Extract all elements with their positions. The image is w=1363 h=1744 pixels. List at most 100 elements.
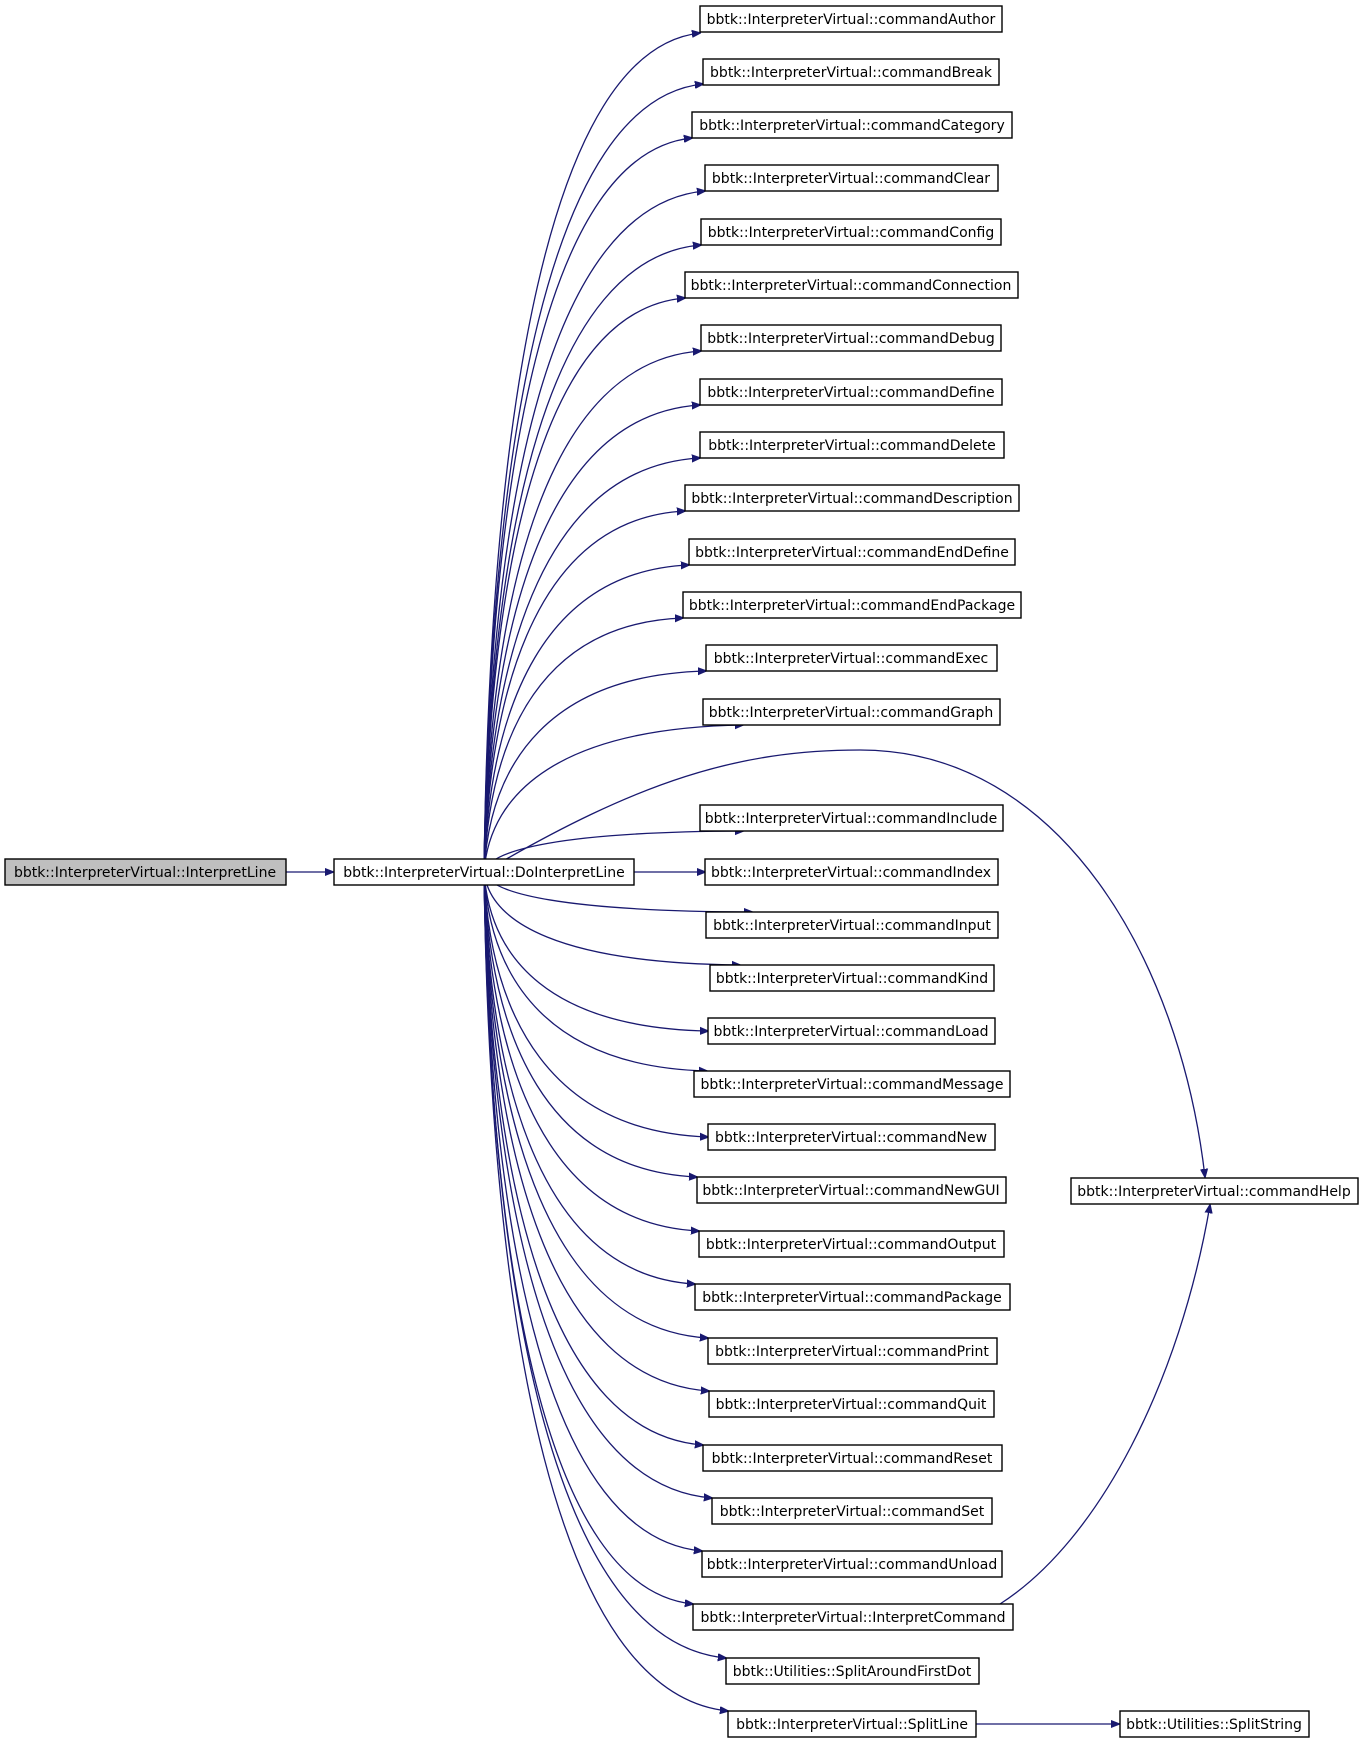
edge-main-to-callee-31 (483, 871, 728, 1711)
node-command-define[interactable]: bbtk::InterpreterVirtual::commandDefine (699, 378, 1003, 406)
node-command-package[interactable]: bbtk::InterpreterVirtual::commandPackage (694, 1283, 1011, 1311)
edge-main-to-callee-6 (483, 351, 701, 873)
svg-text:bbtk::InterpreterVirtual::comm: bbtk::InterpreterVirtual::commandEndDefi… (695, 545, 1009, 561)
svg-text:bbtk::InterpreterVirtual::comm: bbtk::InterpreterVirtual::commandNew (715, 1130, 987, 1146)
node-command-kind[interactable]: bbtk::InterpreterVirtual::commandKind (709, 964, 995, 992)
svg-text:bbtk::InterpreterVirtual::comm: bbtk::InterpreterVirtual::commandHelp (1077, 1184, 1351, 1200)
node-split-string[interactable]: bbtk::Utilities::SplitString (1119, 1710, 1310, 1738)
svg-text:bbtk::InterpreterVirtual::comm: bbtk::InterpreterVirtual::commandPackage (702, 1290, 1002, 1306)
node-command-author[interactable]: bbtk::InterpreterVirtual::commandAuthor (699, 5, 1003, 33)
svg-text:bbtk::InterpreterVirtual::comm: bbtk::InterpreterVirtual::commandConfig (708, 225, 994, 241)
node-command-debug[interactable]: bbtk::InterpreterVirtual::commandDebug (700, 324, 1002, 352)
edge-main-to-callee-1 (483, 84, 703, 873)
edge-main-to-callee-26 (483, 871, 703, 1445)
svg-text:bbtk::InterpreterVirtual::comm: bbtk::InterpreterVirtual::commandLoad (713, 1024, 988, 1040)
node-command-message[interactable]: bbtk::InterpreterVirtual::commandMessage (693, 1070, 1011, 1098)
node-command-reset[interactable]: bbtk::InterpreterVirtual::commandReset (702, 1444, 1003, 1472)
edge-main-to-callee-3 (483, 191, 705, 873)
node-command-graph[interactable]: bbtk::InterpreterVirtual::commandGraph (702, 698, 1001, 726)
svg-text:bbtk::Utilities::SplitString: bbtk::Utilities::SplitString (1126, 1717, 1302, 1733)
edge-main-to-callee-10 (483, 565, 689, 873)
edge-main-to-callee-30 (483, 871, 726, 1658)
node-command-new-gui[interactable]: bbtk::InterpreterVirtual::commandNewGUI (696, 1176, 1007, 1204)
svg-text:bbtk::InterpreterVirtual::comm: bbtk::InterpreterVirtual::commandCategor… (699, 118, 1004, 134)
edge-main-to-callee-8 (483, 458, 700, 873)
svg-text:bbtk::InterpreterVirtual::comm: bbtk::InterpreterVirtual::commandReset (712, 1451, 993, 1467)
svg-text:bbtk::InterpreterVirtual::comm: bbtk::InterpreterVirtual::commandSet (720, 1504, 985, 1520)
svg-text:bbtk::InterpreterVirtual::comm: bbtk::InterpreterVirtual::commandInclude (705, 811, 998, 827)
node-command-description[interactable]: bbtk::InterpreterVirtual::commandDescrip… (684, 484, 1020, 512)
node-command-include[interactable]: bbtk::InterpreterVirtual::commandInclude (699, 804, 1004, 832)
svg-text:bbtk::InterpreterVirtual::comm: bbtk::InterpreterVirtual::commandEndPack… (689, 598, 1015, 614)
svg-text:bbtk::InterpreterVirtual::comm: bbtk::InterpreterVirtual::commandDebug (707, 331, 995, 347)
edge-main-to-callee-25 (483, 871, 709, 1391)
svg-text:bbtk::InterpreterVirtual::comm: bbtk::InterpreterVirtual::commandQuit (716, 1397, 987, 1413)
svg-text:bbtk::InterpreterVirtual::Inte: bbtk::InterpreterVirtual::InterpretComma… (701, 1610, 1006, 1626)
svg-text:bbtk::InterpreterVirtual::Inte: bbtk::InterpreterVirtual::InterpretLine (14, 865, 276, 881)
svg-text:bbtk::InterpreterVirtual::comm: bbtk::InterpreterVirtual::commandInput (713, 918, 991, 934)
node-command-new[interactable]: bbtk::InterpreterVirtual::commandNew (707, 1123, 996, 1151)
node-command-help[interactable]: bbtk::InterpreterVirtual::commandHelp (1070, 1177, 1359, 1205)
node-command-load[interactable]: bbtk::InterpreterVirtual::commandLoad (707, 1017, 996, 1045)
node-command-break[interactable]: bbtk::InterpreterVirtual::commandBreak (702, 58, 1000, 86)
svg-text:bbtk::InterpreterVirtual::comm: bbtk::InterpreterVirtual::commandKind (716, 971, 988, 987)
node-command-clear[interactable]: bbtk::InterpreterVirtual::commandClear (704, 164, 999, 192)
node-command-end-package[interactable]: bbtk::InterpreterVirtual::commandEndPack… (682, 591, 1022, 619)
node-command-quit[interactable]: bbtk::InterpreterVirtual::commandQuit (708, 1390, 995, 1418)
node-interpret-line[interactable]: bbtk::InterpreterVirtual::InterpretLine (4, 858, 287, 886)
svg-text:bbtk::InterpreterVirtual::comm: bbtk::InterpreterVirtual::commandBreak (710, 65, 993, 81)
svg-text:bbtk::InterpreterVirtual::comm: bbtk::InterpreterVirtual::commandDescrip… (691, 491, 1012, 507)
edge-main-to-callee-2 (483, 138, 692, 873)
edge-main-to-command-help (483, 749, 1205, 1177)
node-command-print[interactable]: bbtk::InterpreterVirtual::commandPrint (707, 1337, 998, 1365)
edge-main-to-callee-27 (483, 871, 712, 1498)
edge-main-to-callee-22 (483, 871, 699, 1231)
node-command-unload[interactable]: bbtk::InterpreterVirtual::commandUnload (701, 1550, 1003, 1578)
node-command-index[interactable]: bbtk::InterpreterVirtual::commandIndex (704, 858, 999, 886)
edge-main-to-callee-23 (483, 871, 695, 1284)
edge-interpret-command-to-command-help (999, 1205, 1210, 1605)
svg-text:bbtk::InterpreterVirtual::DoIn: bbtk::InterpreterVirtual::DoInterpretLin… (343, 865, 624, 881)
edge-main-to-callee-12 (483, 671, 706, 873)
svg-text:bbtk::InterpreterVirtual::comm: bbtk::InterpreterVirtual::commandGraph (709, 705, 993, 721)
node-command-output[interactable]: bbtk::InterpreterVirtual::commandOutput (698, 1230, 1005, 1258)
node-command-input[interactable]: bbtk::InterpreterVirtual::commandInput (705, 911, 999, 939)
svg-text:bbtk::InterpreterVirtual::comm: bbtk::InterpreterVirtual::commandDelete (708, 438, 996, 454)
edge-main-to-callee-19 (483, 871, 707, 1071)
edge-main-to-callee-11 (483, 618, 683, 873)
svg-text:bbtk::InterpreterVirtual::comm: bbtk::InterpreterVirtual::commandNewGUI (702, 1183, 999, 1199)
svg-text:bbtk::InterpreterVirtual::comm: bbtk::InterpreterVirtual::commandOutput (706, 1237, 997, 1253)
edge-main-to-callee-9 (483, 511, 685, 873)
edge-main-to-callee-7 (483, 405, 700, 873)
node-command-set[interactable]: bbtk::InterpreterVirtual::commandSet (711, 1497, 993, 1525)
svg-text:bbtk::InterpreterVirtual::Spli: bbtk::InterpreterVirtual::SplitLine (736, 1717, 968, 1733)
svg-text:bbtk::InterpreterVirtual::comm: bbtk::InterpreterVirtual::commandAuthor (707, 12, 996, 28)
node-command-category[interactable]: bbtk::InterpreterVirtual::commandCategor… (691, 111, 1013, 139)
node-command-connection[interactable]: bbtk::InterpreterVirtual::commandConnect… (684, 271, 1019, 299)
node-interpret-command[interactable]: bbtk::InterpreterVirtual::InterpretComma… (692, 1603, 1014, 1631)
edge-main-to-callee-18 (483, 871, 708, 1031)
svg-text:bbtk::InterpreterVirtual::comm: bbtk::InterpreterVirtual::commandUnload (707, 1557, 998, 1573)
edge-main-to-callee-24 (483, 871, 708, 1338)
edge-main-to-callee-4 (483, 245, 701, 873)
edge-main-to-callee-21 (483, 871, 697, 1177)
edge-main-to-callee-17 (483, 871, 740, 965)
svg-text:bbtk::InterpreterVirtual::comm: bbtk::InterpreterVirtual::commandConnect… (691, 278, 1012, 294)
svg-text:bbtk::InterpreterVirtual::comm: bbtk::InterpreterVirtual::commandExec (714, 651, 989, 667)
svg-text:bbtk::InterpreterVirtual::comm: bbtk::InterpreterVirtual::commandIndex (711, 865, 991, 881)
svg-text:bbtk::InterpreterVirtual::comm: bbtk::InterpreterVirtual::commandDefine (707, 385, 994, 401)
edge-main-to-callee-28 (483, 871, 702, 1551)
edge-main-to-callee-13 (483, 725, 743, 873)
node-command-end-define[interactable]: bbtk::InterpreterVirtual::commandEndDefi… (688, 538, 1016, 566)
node-command-exec[interactable]: bbtk::InterpreterVirtual::commandExec (705, 644, 998, 672)
svg-text:bbtk::InterpreterVirtual::comm: bbtk::InterpreterVirtual::commandPrint (715, 1344, 989, 1360)
svg-text:bbtk::Utilities::SplitAroundFi: bbtk::Utilities::SplitAroundFirstDot (733, 1664, 972, 1680)
node-command-config[interactable]: bbtk::InterpreterVirtual::commandConfig (700, 218, 1002, 246)
edge-main-to-callee-20 (483, 871, 708, 1137)
node-command-delete[interactable]: bbtk::InterpreterVirtual::commandDelete (699, 431, 1005, 459)
node-split-line[interactable]: bbtk::InterpreterVirtual::SplitLine (727, 1710, 977, 1738)
node-split-around-first-dot[interactable]: bbtk::Utilities::SplitAroundFirstDot (725, 1657, 980, 1685)
svg-text:bbtk::InterpreterVirtual::comm: bbtk::InterpreterVirtual::commandClear (712, 171, 990, 187)
node-do-interpret-line[interactable]: bbtk::InterpreterVirtual::DoInterpretLin… (333, 858, 635, 886)
